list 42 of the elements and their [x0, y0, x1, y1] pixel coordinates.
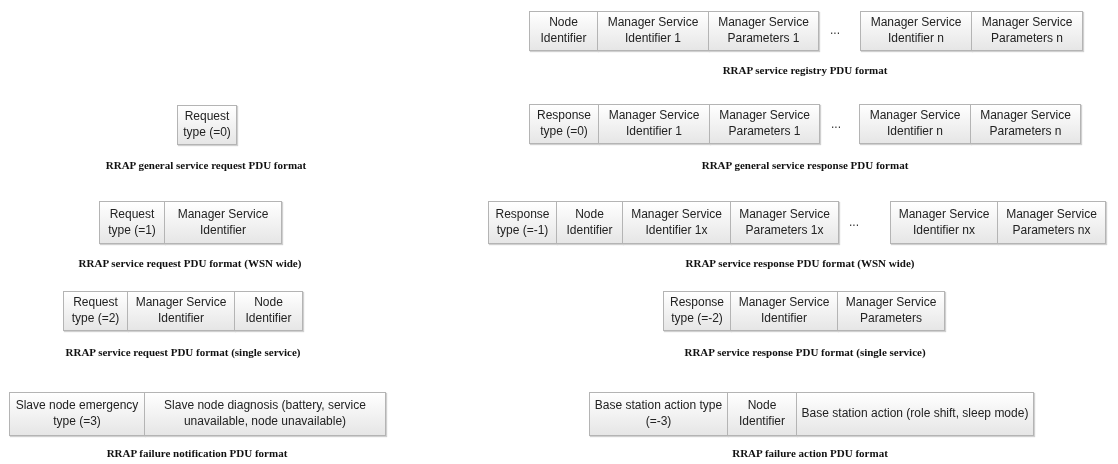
pdu-field-cell: Request type (=1)	[99, 201, 165, 244]
pdu-field-cell: Manager Service Identifier 1	[598, 104, 710, 144]
pdu-field-cell: Manager Service Identifier n	[859, 104, 971, 144]
pdu-field-cell: Response type (=-1)	[488, 201, 557, 244]
ellipsis: ...	[849, 216, 859, 228]
format-caption: RRAP service response PDU format (WSN wide)	[685, 256, 915, 270]
format-caption: RRAP failure notification PDU format	[106, 446, 288, 460]
pdu-field-cell: Manager Service Identifier 1x	[622, 201, 731, 244]
pdu-field-cell: Node Identifier	[556, 201, 623, 244]
pdu-field-cell: Manager Service Identifier n	[860, 11, 972, 51]
pdu-field-cell: Response type (=-2)	[663, 291, 731, 331]
pdu-field-cell: Manager Service Parameters 1	[708, 11, 819, 51]
pdu-field-cell: Manager Service Identifier	[730, 291, 838, 331]
pdu-field-cell: Request type (=2)	[63, 291, 128, 331]
pdu-field-cell: Manager Service Parameters nx	[997, 201, 1106, 244]
pdu-field-cell: Node Identifier	[529, 11, 598, 51]
pdu-field-cell: Response type (=0)	[529, 104, 599, 144]
format-caption: RRAP general service response PDU format	[701, 158, 909, 172]
format-caption: RRAP general service request PDU format	[105, 158, 307, 172]
ellipsis: ...	[830, 24, 840, 36]
pdu-field-cell: Base station action type (=-3)	[589, 392, 728, 436]
format-caption: RRAP service request PDU format (WSN wide)	[78, 256, 302, 270]
pdu-field-cell: Manager Service Parameters n	[970, 104, 1081, 144]
pdu-field-cell: Manager Service Identifier 1	[597, 11, 709, 51]
format-caption: RRAP service response PDU format (single service)	[684, 345, 926, 359]
format-caption: RRAP service registry PDU format	[722, 63, 888, 77]
ellipsis: ...	[831, 118, 841, 130]
pdu-field-cell: Manager Service Parameters	[837, 291, 945, 331]
pdu-field-cell: Manager Service Identifier	[164, 201, 282, 244]
pdu-field-cell: Slave node diagnosis (battery, service unavailable, node unavailable)	[144, 392, 386, 436]
pdu-field-cell: Node Identifier	[234, 291, 303, 331]
pdu-field-cell: Base station action (role shift, sleep mode)	[796, 392, 1034, 436]
pdu-field-cell: Manager Service Parameters 1	[709, 104, 820, 144]
pdu-field-cell: Manager Service Parameters 1x	[730, 201, 839, 244]
pdu-field-cell: Request type (=0)	[177, 105, 237, 145]
pdu-field-cell: Node Identifier	[727, 392, 797, 436]
format-caption: RRAP failure action PDU format	[732, 446, 888, 460]
pdu-field-cell: Manager Service Identifier nx	[890, 201, 998, 244]
pdu-field-cell: Slave node emergency type (=3)	[9, 392, 145, 436]
pdu-field-cell: Manager Service Identifier	[127, 291, 235, 331]
format-caption: RRAP service request PDU format (single service)	[65, 345, 301, 359]
pdu-field-cell: Manager Service Parameters n	[971, 11, 1083, 51]
